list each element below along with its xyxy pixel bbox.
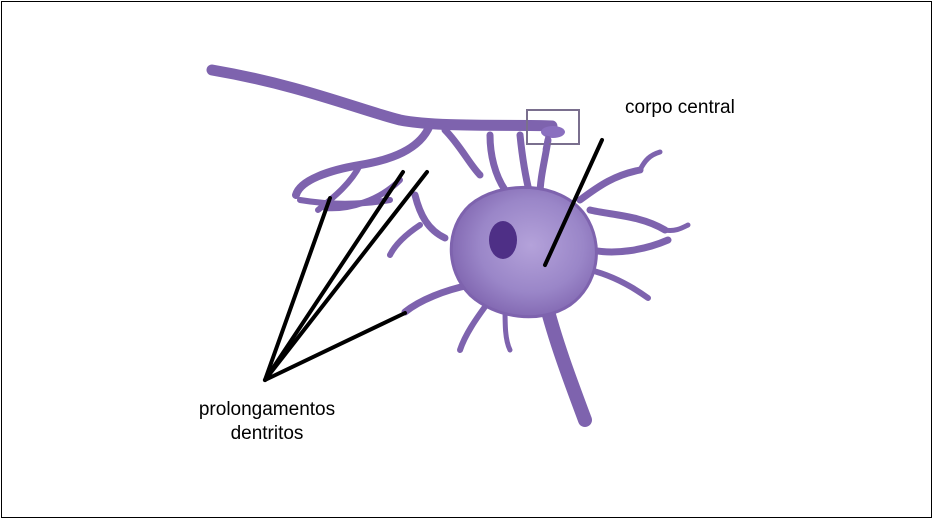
outgoing-axon bbox=[545, 300, 585, 420]
incoming-axon bbox=[212, 70, 552, 126]
dendrite-branch bbox=[490, 135, 505, 190]
nucleus bbox=[489, 221, 517, 259]
dendrite-branch bbox=[300, 200, 390, 204]
dendrite-branch bbox=[640, 152, 660, 170]
dendrite-branch bbox=[590, 210, 665, 230]
dendrite-branch bbox=[665, 225, 688, 231]
dendrites-label-line2: dentritos bbox=[148, 422, 386, 446]
cell-body-label: corpo central bbox=[625, 96, 735, 120]
dendrite-branch bbox=[405, 285, 470, 312]
dendrites-label: prolongamentos dentritos bbox=[148, 398, 386, 446]
synapse-stem bbox=[545, 136, 548, 150]
synaptic-bouton bbox=[541, 126, 565, 138]
dendrite-branch bbox=[415, 195, 445, 238]
dendrite-branch bbox=[296, 125, 430, 195]
dendrite-branch bbox=[445, 130, 480, 175]
cell-body bbox=[451, 187, 596, 316]
dendrite-branch bbox=[580, 170, 640, 200]
dendrite-branch bbox=[592, 240, 668, 252]
dendrite-branch bbox=[390, 225, 420, 255]
dendrites-label-line1: prolongamentos bbox=[148, 398, 386, 422]
dendrite-branch bbox=[590, 270, 648, 298]
